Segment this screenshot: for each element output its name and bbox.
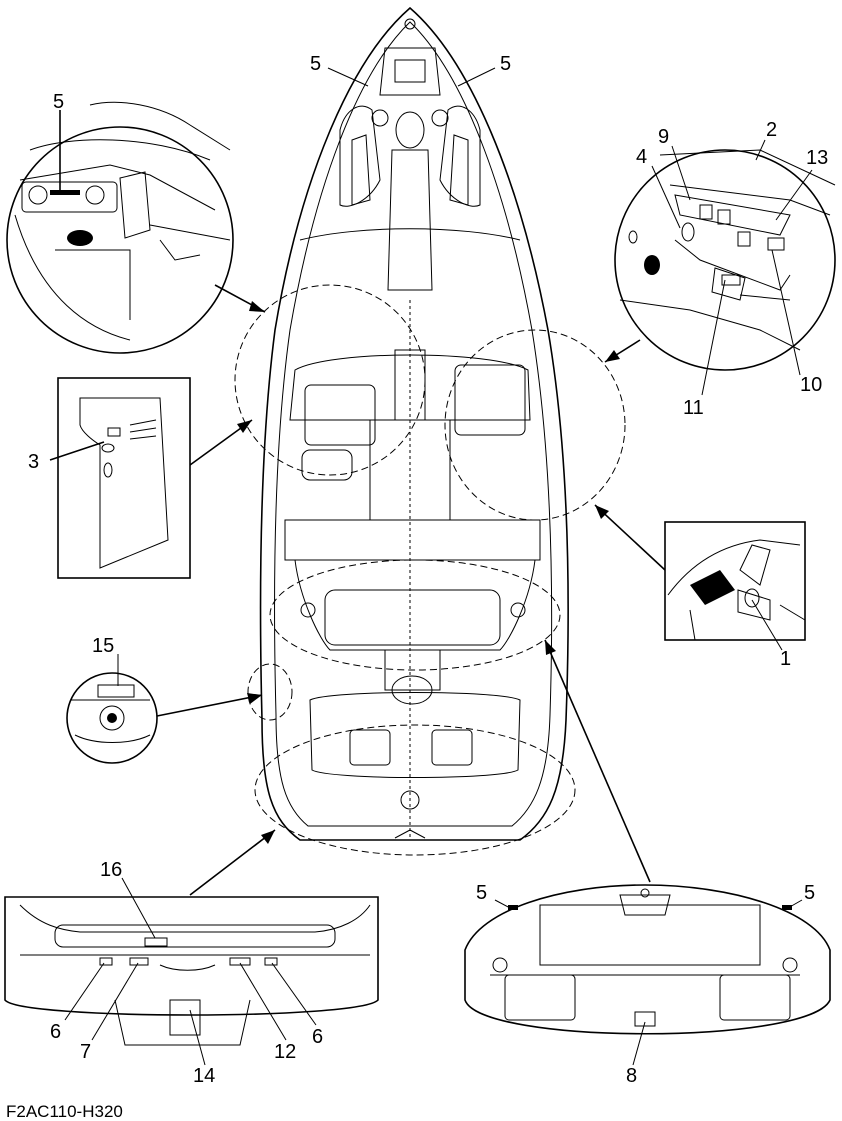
callout-10: 10 [800,374,822,396]
callout-5-bow-left: 5 [310,53,321,75]
callout-15: 15 [92,635,114,657]
callout-4: 4 [636,146,647,168]
inset-helm-detail [6,101,234,354]
callout-labels: 5 5 5 9 2 13 4 10 11 3 1 15 16 5 5 6 7 1… [28,53,828,1087]
callout-6-left: 6 [50,1021,61,1043]
inset-fitting-detail [66,672,158,764]
callout-5-helm: 5 [53,91,64,113]
detail-circle-console [444,329,626,521]
inset-switch-detail [664,521,806,641]
callout-7: 7 [80,1041,91,1063]
callout-12: 12 [274,1041,296,1063]
detail-circle-helm [234,284,426,476]
callout-1: 1 [780,648,791,670]
callout-8: 8 [626,1065,637,1087]
callout-13: 13 [806,147,828,169]
callout-3: 3 [28,451,39,473]
callout-6-right: 6 [312,1026,323,1048]
callout-5-bow-inset-right: 5 [804,882,815,904]
callout-9: 9 [658,126,669,148]
callout-5-bow-inset-left: 5 [476,882,487,904]
callout-5-bow-right: 5 [500,53,511,75]
detail-circle-stern [254,724,576,856]
inset-console-detail [614,149,836,371]
detail-circle-cockpit [269,559,561,671]
figure-reference-code: F2AC110-H320 [6,1102,123,1121]
inset-panel-detail [57,377,191,579]
inset-bow-detail [464,884,831,1035]
leader-lines [64,67,813,1066]
boat-top-view [259,6,569,841]
detail-circle-side [247,663,293,721]
inset-stern-detail [4,896,379,1046]
callout-16: 16 [100,859,122,881]
callout-2: 2 [766,119,777,141]
callout-14: 14 [193,1065,215,1087]
callout-11: 11 [683,397,704,419]
